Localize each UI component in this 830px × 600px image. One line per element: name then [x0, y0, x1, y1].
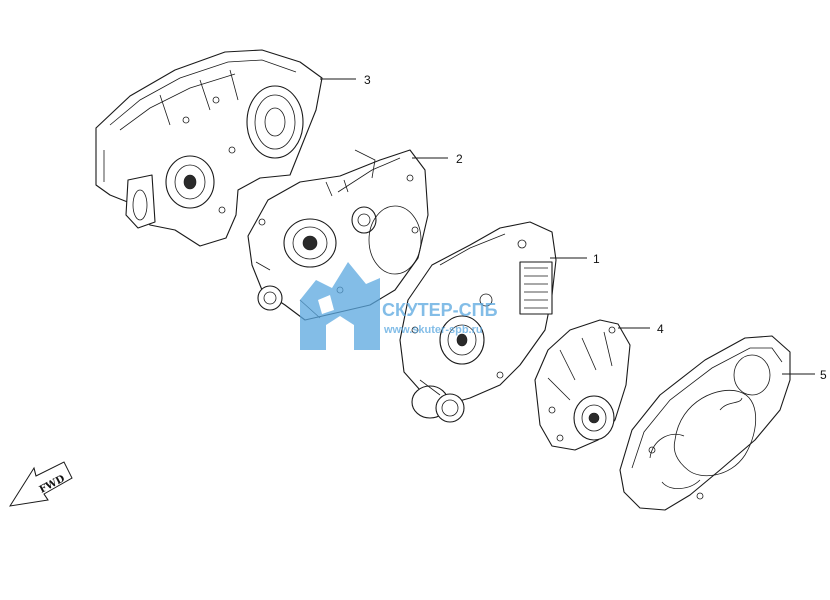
- part-1-crankcase-right: [399, 221, 557, 423]
- callout-5: 5: [820, 368, 827, 382]
- part-5-cvt-outer-cover: [619, 335, 791, 511]
- watermark-line1: СКУТЕР-СПБ: [382, 300, 498, 320]
- callout-4: 4: [657, 322, 664, 336]
- part-4-generator-cover: [534, 319, 631, 451]
- part-2-crankcase-left: [247, 149, 429, 321]
- callout-1: 1: [593, 252, 600, 266]
- callout-2: 2: [456, 152, 463, 166]
- fwd-arrow-icon: FWD: [8, 461, 73, 507]
- callout-3: 3: [364, 73, 371, 87]
- watermark-line2: www.skuter-spb.ru: [383, 324, 483, 336]
- part-3-cvt-housing: [95, 49, 323, 247]
- watermark-logo: СКУТЕР-СПБ www.skuter-spb.ru: [300, 262, 498, 350]
